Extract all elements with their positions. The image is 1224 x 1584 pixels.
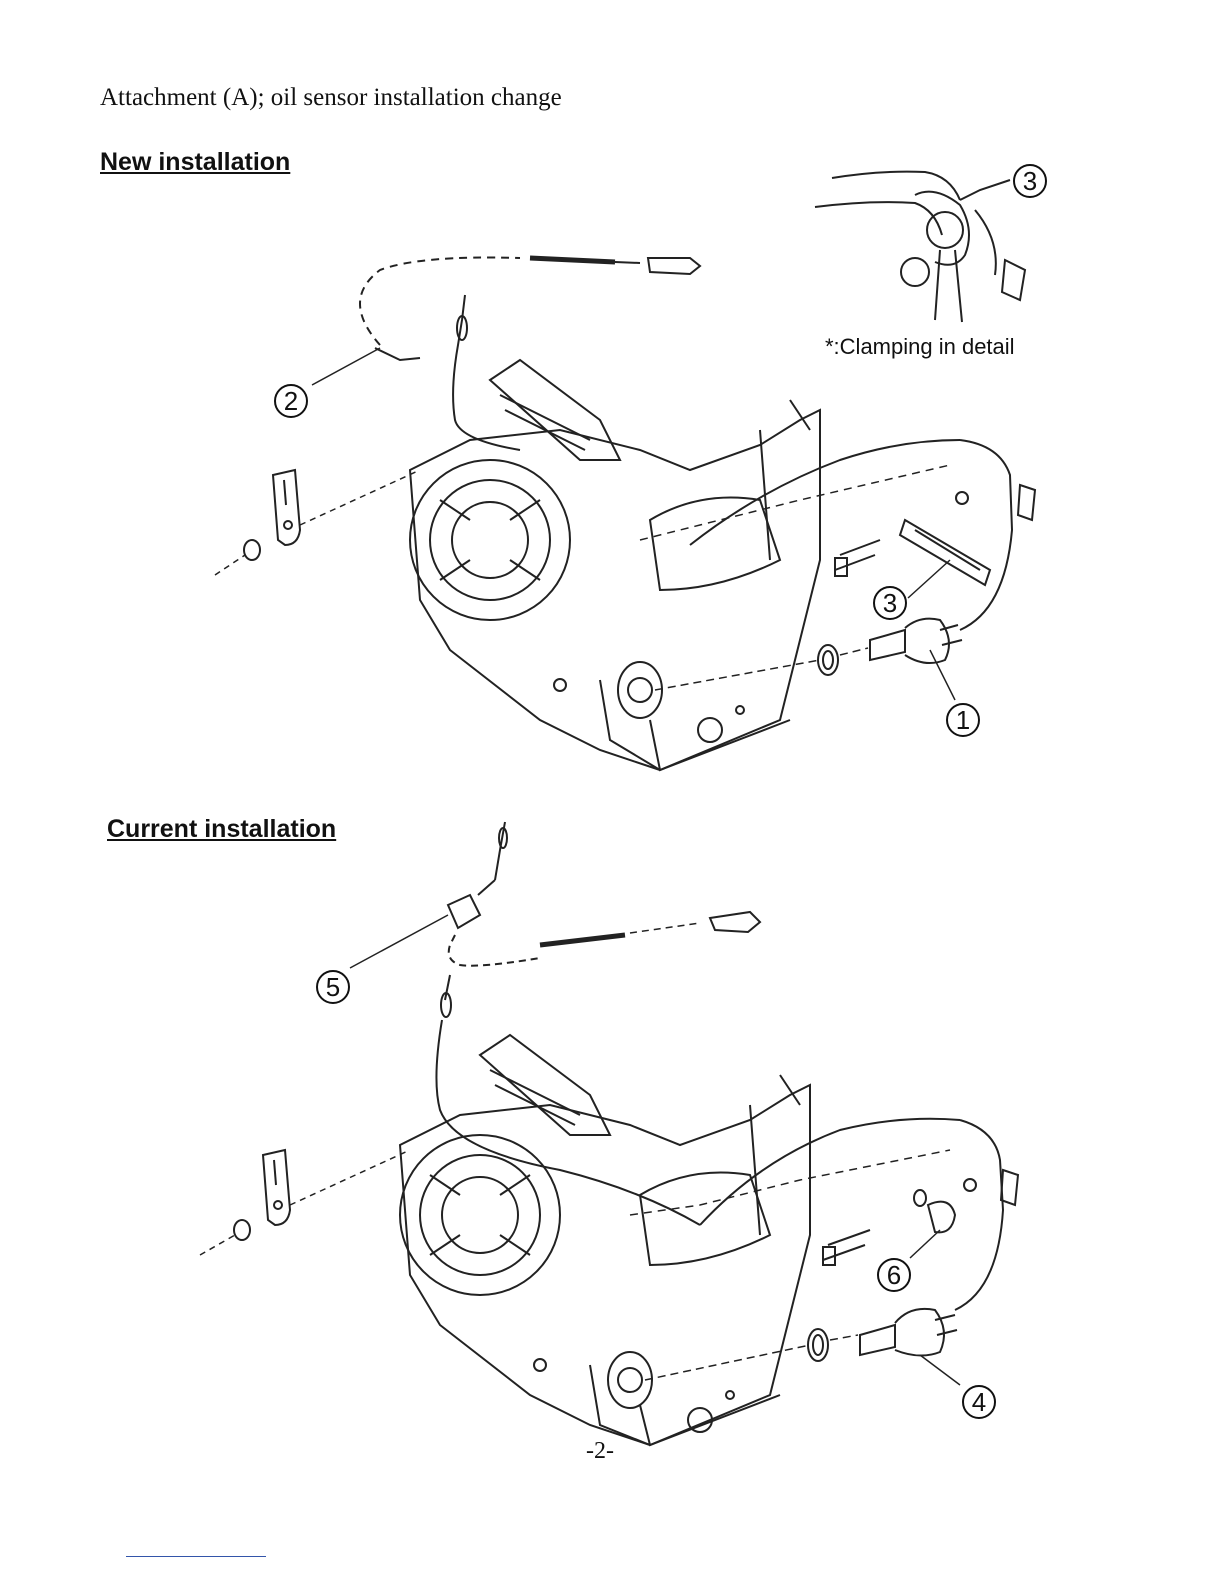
callout-4: 4: [962, 1385, 996, 1419]
callout-2: 2: [274, 384, 308, 418]
callout-3: 3: [873, 586, 907, 620]
page-number: -2-: [586, 1438, 614, 1465]
callout-3-detail: 3: [1013, 164, 1047, 198]
clamp-detail-drawing: [815, 172, 1025, 322]
current-installation-drawing: [200, 822, 1018, 1445]
new-installation-heading: New installation: [100, 148, 290, 177]
callout-5: 5: [316, 970, 350, 1004]
current-installation-heading: Current installation: [107, 815, 336, 844]
new-installation-drawing: [215, 172, 1035, 770]
clamping-detail-note: *:Clamping in detail: [825, 334, 1015, 360]
document-title: Attachment (A); oil sensor installation …: [100, 84, 562, 112]
callout-6: 6: [877, 1258, 911, 1292]
callout-1: 1: [946, 703, 980, 737]
footer-rule: [126, 1556, 266, 1557]
